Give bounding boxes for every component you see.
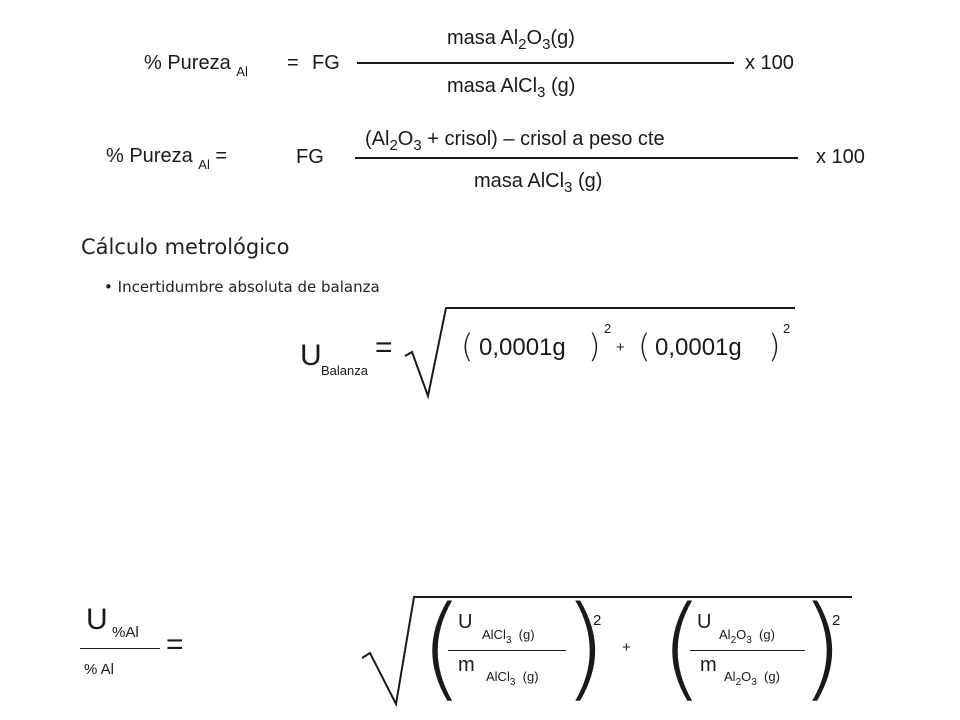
- subscript: 3: [505, 635, 512, 646]
- fraction-bar: [355, 157, 798, 159]
- u-subscript-pct-al: %Al: [112, 624, 139, 641]
- fraction-bar: [80, 648, 160, 649]
- subscript: 2: [389, 137, 398, 154]
- equals-sign: =: [287, 52, 299, 74]
- denominator-text: (g): [550, 75, 576, 97]
- numerator-text: masa Al: [447, 27, 519, 49]
- term2-u: U: [697, 611, 712, 633]
- subscript-text: (g): [759, 627, 775, 642]
- term1-u: U: [458, 611, 473, 633]
- subscript-text: (g): [764, 669, 780, 684]
- term1-m: m: [458, 654, 475, 676]
- bullet-dot: •: [104, 278, 113, 296]
- times-100: x 100: [745, 52, 794, 74]
- fg-factor: FG: [312, 52, 340, 74]
- pureza-subscript: Al: [198, 157, 210, 172]
- term1-m-subscript: AlCl3 (g): [486, 669, 539, 688]
- u-symbol: U: [300, 339, 322, 372]
- subscript: 3: [746, 635, 752, 646]
- right-paren: ): [800, 583, 844, 713]
- denominator: masa AlCl3 (g): [474, 170, 603, 195]
- left-paren: (: [638, 327, 651, 365]
- subscript-text: (g): [522, 669, 539, 684]
- denominator-text: masa AlCl: [447, 75, 538, 97]
- subscript: 3: [564, 179, 573, 196]
- left-paren: (: [461, 327, 474, 365]
- subscript: 3: [751, 677, 757, 688]
- section-heading: Cálculo metrológico: [81, 235, 290, 259]
- term2-m: m: [700, 654, 717, 676]
- term2-u-subscript: Al2O3 (g): [719, 627, 775, 646]
- subscript-text: AlCl: [482, 627, 506, 642]
- plus-sign: +: [616, 339, 625, 356]
- subscript: 3: [413, 137, 422, 154]
- fg-factor: FG: [296, 146, 324, 168]
- pureza-subscript: Al: [236, 64, 248, 79]
- right-paren: ): [563, 583, 607, 713]
- term2-m-subscript: Al2O3 (g): [724, 669, 780, 688]
- numerator-text: O: [397, 128, 414, 150]
- subscript: 2: [735, 677, 742, 688]
- subscript-text: O: [736, 627, 747, 642]
- fraction-bar: [690, 650, 805, 651]
- exponent: 2: [783, 321, 791, 336]
- term-1: 0,0001g: [479, 334, 566, 361]
- subscript-text: O: [741, 669, 752, 684]
- left-paren: (: [420, 583, 464, 713]
- times-100: x 100: [816, 146, 865, 168]
- numerator-text: O: [526, 27, 543, 49]
- right-paren: ): [588, 327, 601, 365]
- bullet-item: • Incertidumbre absoluta de balanza: [104, 279, 380, 295]
- subscript-text: Al: [724, 669, 736, 684]
- numerator: (Al2O3 + crisol) – crisol a peso cte: [365, 128, 665, 153]
- numerator-text: + crisol) – crisol a peso cte: [427, 128, 665, 150]
- right-paren: ): [768, 327, 781, 365]
- u-subscript-balanza: Balanza: [321, 363, 368, 378]
- fraction-bar: [448, 650, 566, 651]
- bullet-text: Incertidumbre absoluta de balanza: [117, 278, 380, 296]
- subscript-text: AlCl: [486, 669, 510, 684]
- pureza-text: % Pureza: [144, 52, 231, 74]
- subscript: 3: [537, 84, 546, 101]
- equals-sign: =: [166, 628, 184, 661]
- pureza-label: % Pureza Al =: [106, 145, 228, 171]
- subscript: 3: [542, 36, 551, 53]
- pureza-label: % Pureza Al: [144, 52, 248, 78]
- numerator-text: (Al: [365, 128, 390, 150]
- exponent: 2: [832, 612, 841, 629]
- left-paren: (: [660, 583, 704, 713]
- denominator-text: masa AlCl: [474, 170, 565, 192]
- u-symbol: U: [86, 603, 108, 636]
- equals-sign: =: [375, 331, 393, 364]
- denominator-pct-al: % Al: [84, 661, 115, 678]
- term1-u-subscript: AlCl3 (g): [482, 627, 535, 646]
- subscript: 3: [509, 677, 516, 688]
- numerator-text: (g): [550, 27, 575, 49]
- pureza-text: % Pureza: [106, 145, 193, 167]
- denominator-text: (g): [577, 170, 603, 192]
- subscript-text: (g): [518, 627, 535, 642]
- numerator: masa Al2O3(g): [447, 27, 575, 52]
- exponent: 2: [604, 321, 612, 336]
- plus-sign: +: [622, 639, 631, 656]
- subscript-text: Al: [719, 627, 731, 642]
- denominator: masa AlCl3 (g): [447, 75, 576, 100]
- equals-sign: =: [215, 145, 228, 167]
- subscript: 2: [730, 635, 737, 646]
- subscript: 2: [518, 36, 527, 53]
- fraction-bar: [357, 62, 734, 64]
- term-2: 0,0001g: [655, 334, 742, 361]
- exponent: 2: [593, 612, 602, 629]
